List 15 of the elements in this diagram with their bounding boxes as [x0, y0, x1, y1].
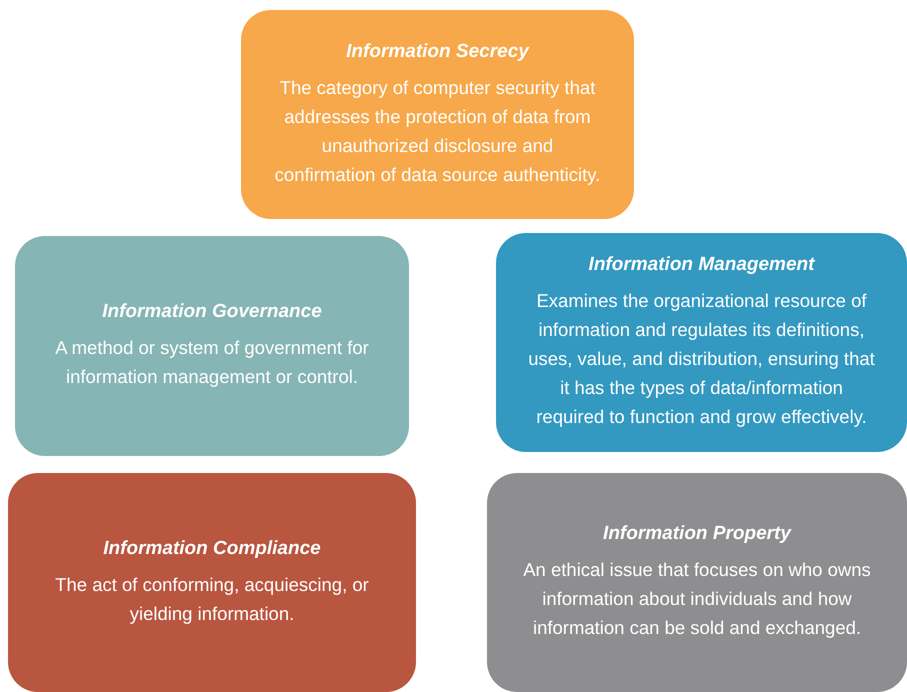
card-description: A method or system of government for information management or control.	[54, 336, 370, 389]
info-card	[496, 233, 907, 452]
info-card	[487, 473, 907, 692]
info-card	[15, 236, 409, 456]
card-heading: Information Governance	[102, 301, 322, 323]
info-card	[241, 10, 634, 219]
card-description: The act of conforming, acquiescing, or yielding information.	[54, 572, 370, 626]
card-heading: Information Compliance	[103, 538, 321, 560]
card-heading: Information Property	[603, 523, 791, 545]
card-heading: Information Management	[588, 254, 814, 276]
card-description: The category of computer security that addresses the protection of data from unauthorized disclosure and confirmation of data source authenticity.	[274, 76, 602, 187]
card-heading: Information Secrecy	[346, 40, 529, 62]
info-card	[8, 473, 416, 692]
card-description: Examines the organizational resource of information and regulates its definitions, uses, value, and distribution, ensuring that it has the types of data/information required to function and grow effectively.	[527, 289, 876, 429]
card-description: An ethical issue that focuses on who owns information about individuals and how information can be sold and exchanged.	[522, 558, 872, 640]
